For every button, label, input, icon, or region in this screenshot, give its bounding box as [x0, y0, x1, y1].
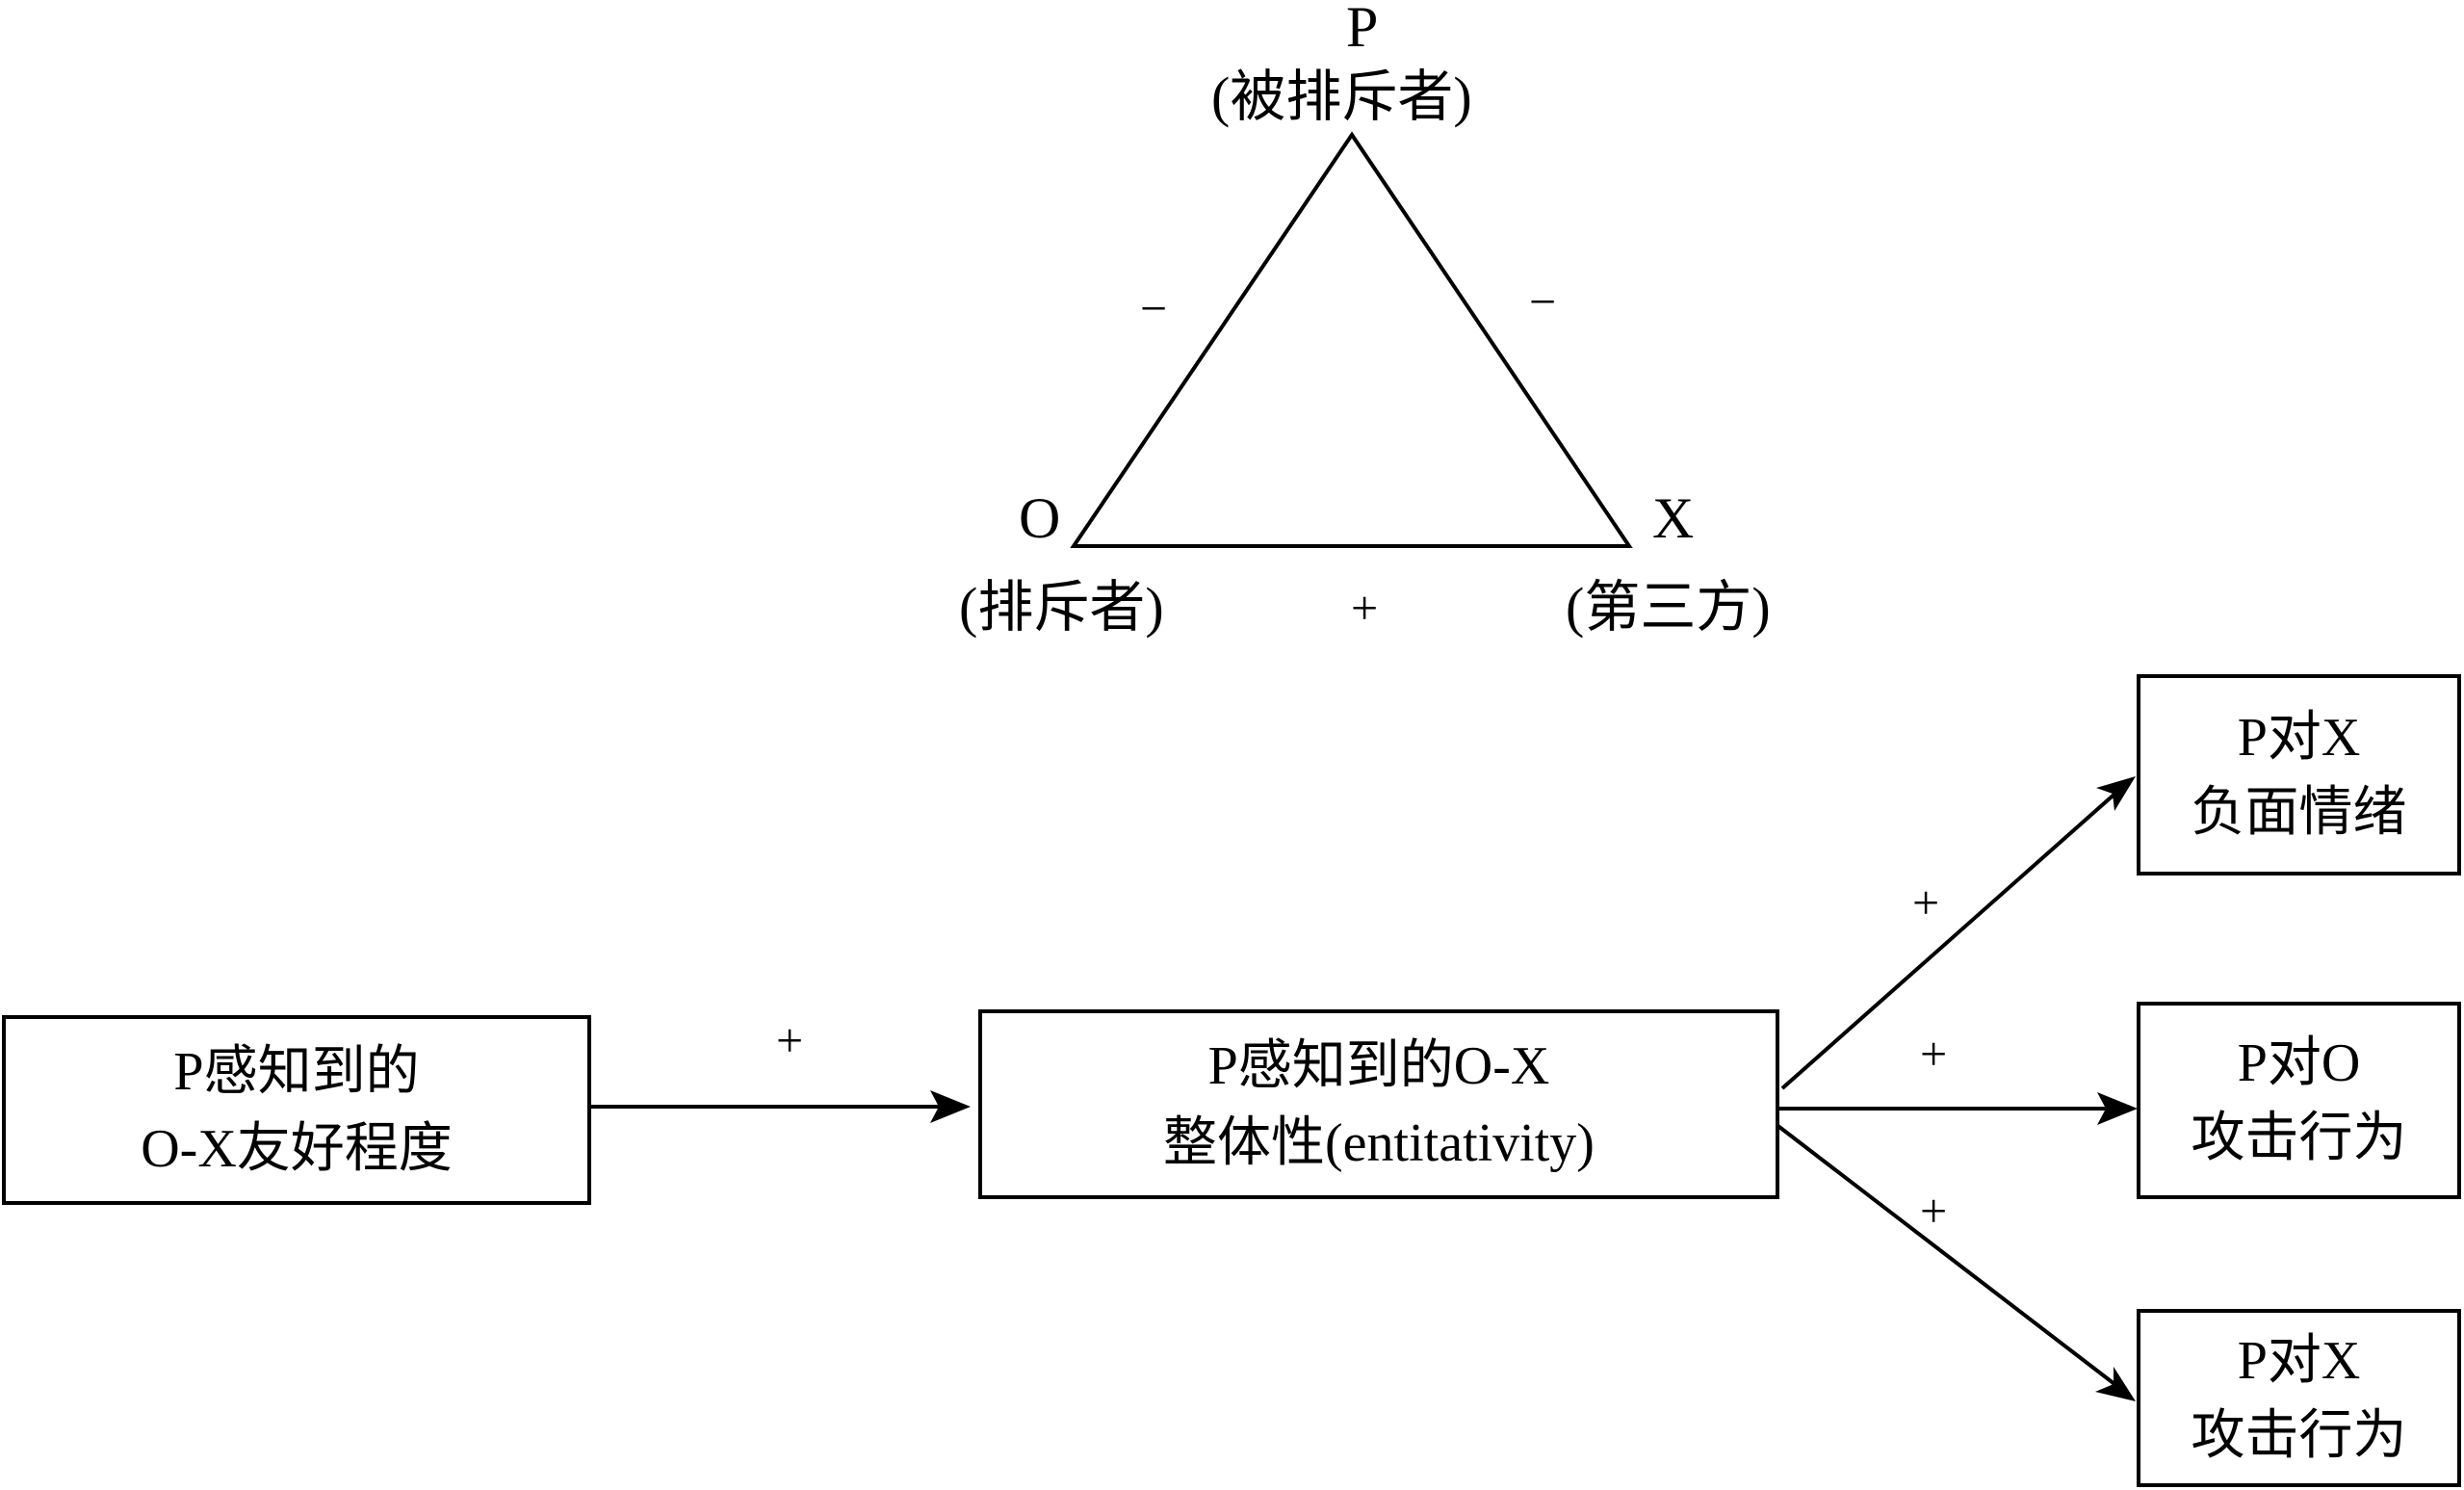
edge-sign-to-aggression-o: +: [1920, 1027, 1948, 1081]
node-friendliness: P感知到的 O-X友好程度: [2, 1015, 591, 1205]
node-aggression-x-line1: P对X: [2237, 1330, 2361, 1391]
arrowhead-icon: [2095, 1367, 2136, 1401]
edge-sign-p-x: −: [1529, 274, 1557, 328]
node-negative-emotion-x-line1: P对X: [2237, 707, 2361, 768]
node-aggression-x-line2: 攻击行为: [2191, 1405, 2407, 1466]
edge-sign-to-negative-emotion: +: [1912, 876, 1940, 929]
arrowhead-icon: [2097, 1092, 2138, 1125]
node-entitativity-line2: 整体性(entitativity): [1163, 1112, 1595, 1173]
node-aggression-x: P对X 攻击行为: [2137, 1309, 2461, 1487]
vertex-x-role: (第三方): [1566, 576, 1771, 639]
node-aggression-o: P对O 攻击行为: [2137, 1002, 2461, 1199]
vertex-x-letter: X: [1652, 486, 1695, 550]
edge-sign-to-aggression-x: +: [1920, 1184, 1948, 1238]
node-aggression-o-line2: 攻击行为: [2191, 1108, 2407, 1168]
arrow-entitativity-to-aggression-x: [1774, 1122, 2136, 1401]
arrowhead-icon: [2096, 776, 2136, 811]
node-friendliness-line1: P感知到的: [173, 1041, 420, 1102]
vertex-o-role: (排斥者): [959, 576, 1164, 639]
node-negative-emotion-x-line2: 负面情绪: [2191, 782, 2407, 843]
node-entitativity-line1: P感知到的O-X: [1207, 1035, 1550, 1096]
arrow-friendliness-to-entitativity: [589, 1090, 971, 1123]
arrow-entitativity-to-negative-emotion: [1780, 776, 2136, 1090]
vertex-o-letter: O: [1019, 486, 1061, 550]
balance-triangle: [1070, 131, 1633, 548]
arrowhead-icon: [930, 1090, 971, 1123]
node-aggression-o-line1: P对O: [2237, 1033, 2361, 1093]
edge-sign-friendliness-entitativity: +: [776, 1013, 804, 1067]
vertex-p-role: (被排斥者): [1211, 65, 1472, 128]
vertex-p-letter: P: [1346, 0, 1379, 59]
edge-sign-p-o: −: [1140, 281, 1168, 335]
node-friendliness-line2: O-X友好程度: [141, 1118, 453, 1179]
edge-sign-o-x: +: [1351, 581, 1379, 635]
node-negative-emotion-x: P对X 负面情绪: [2137, 674, 2461, 876]
node-entitativity: P感知到的O-X 整体性(entitativity): [978, 1009, 1779, 1199]
arrow-entitativity-to-aggression-o: [1777, 1092, 2138, 1125]
